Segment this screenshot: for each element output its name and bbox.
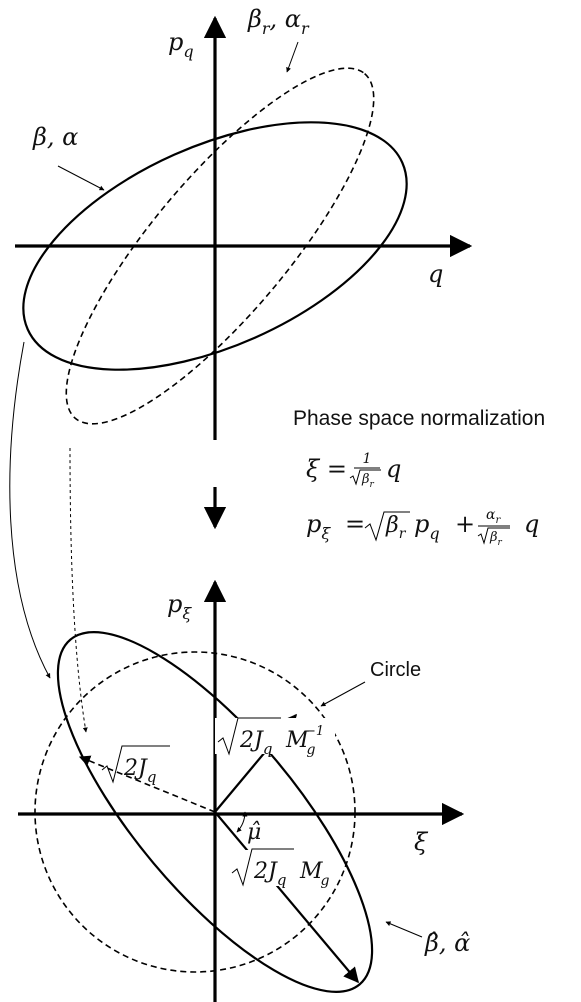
svg-text:+: + [455, 510, 475, 538]
normalized-ellipse-label: β̂, α̂ [424, 929, 470, 957]
svg-text:−1: −1 [305, 724, 324, 739]
svg-text:2Jq: 2Jq [123, 756, 156, 786]
svg-text:βr: βr [361, 472, 375, 490]
top-solid-ellipse [22, 121, 408, 371]
major-axis-label: 2Jq Mg [230, 848, 330, 889]
svg-text:q: q [386, 455, 401, 483]
angle-label: μ̂ [247, 820, 261, 845]
transform-title: Phase space normalization [293, 407, 545, 430]
angle-arc [236, 811, 248, 833]
svg-text:=: = [345, 510, 365, 538]
svg-text:αr: αr [486, 507, 501, 526]
major-axis-arrow [214, 811, 359, 984]
top-phase-space-plot: pq q β, α βr, αr [15, 5, 473, 440]
solid-ellipse-connector [9, 341, 51, 679]
bottom-circle [34, 651, 356, 973]
equation-xi: ξ = 1 βr q [306, 451, 401, 490]
svg-text:q: q [524, 510, 539, 538]
svg-text:βr: βr [489, 530, 503, 548]
circle-pointer [320, 681, 366, 707]
top-horizontal-axis-label: q [428, 260, 443, 288]
bottom-horizontal-axis-label: ξ [414, 828, 429, 856]
circle-label: Circle [370, 659, 421, 681]
circle-radius-label: 2Jq [101, 745, 170, 786]
svg-text:Mg: Mg [285, 728, 316, 758]
dashed-ellipse-connector [69, 447, 88, 733]
bottom-normalized-ellipse [56, 631, 374, 993]
minor-axis-label: 2Jq Mg −1 [215, 717, 335, 758]
svg-text:ξ =: ξ = [306, 455, 347, 483]
svg-text:2Jq: 2Jq [239, 728, 272, 758]
solid-ellipse-pointer [57, 165, 105, 191]
svg-text:2Jq: 2Jq [253, 859, 286, 889]
top-vertical-axis-label: pq [168, 28, 194, 61]
bottom-vertical-axis-label: pξ [167, 590, 192, 623]
equation-p-xi: pξ = βr pq + αr βr q [306, 507, 539, 548]
normalized-ellipse-pointer [385, 921, 423, 938]
bottom-phase-space-plot: pξ ξ Circle 2Jq 2Jq Mg −1 2Jq Mg μ̂ [18, 579, 470, 1002]
svg-text:1: 1 [363, 451, 372, 467]
circle-radius-arrow [78, 755, 216, 813]
dashed-ellipse-label: βr, αr [247, 5, 310, 38]
svg-text:pξ: pξ [306, 510, 331, 543]
svg-text:Mg: Mg [299, 859, 330, 889]
normalization-transform: Phase space normalization ξ = 1 βr q pξ … [9, 341, 545, 733]
svg-text:βr: βr [385, 513, 407, 542]
svg-text:pq: pq [414, 510, 440, 543]
solid-ellipse-label: β, α [32, 123, 78, 151]
dashed-ellipse-pointer [286, 41, 299, 73]
